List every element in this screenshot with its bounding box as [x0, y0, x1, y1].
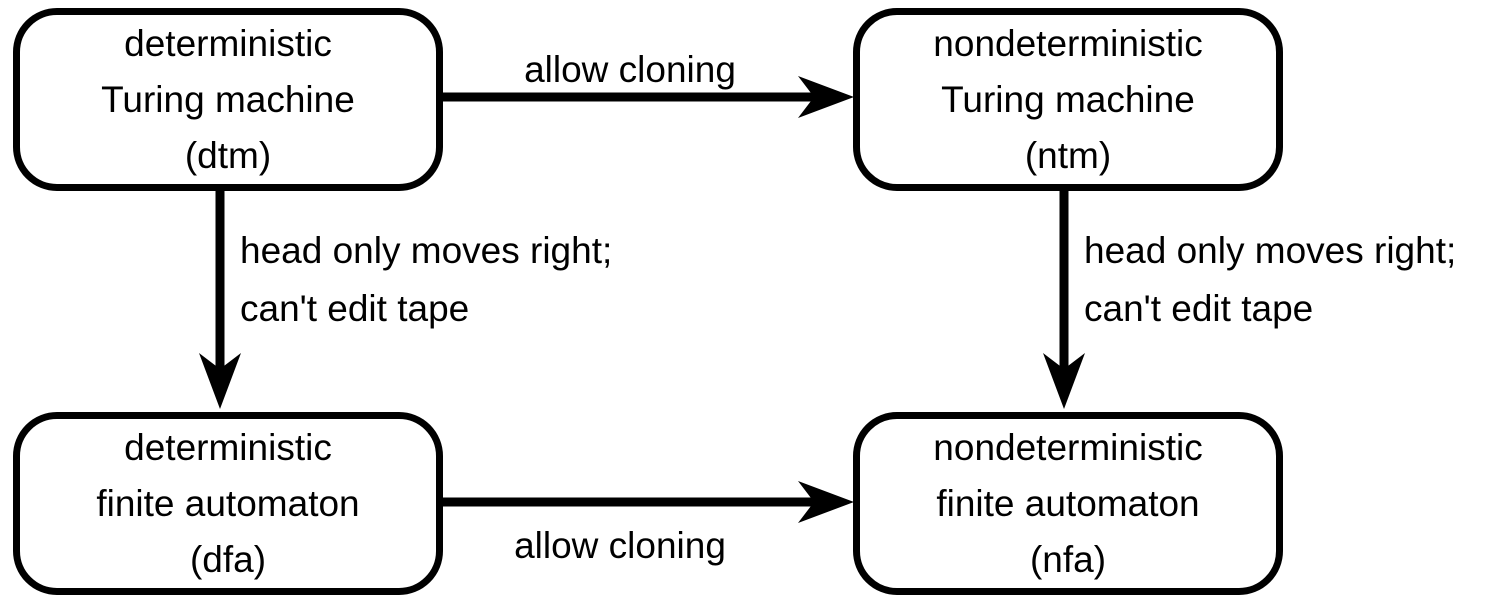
node-nfa-line-1: nondeterministic	[933, 426, 1203, 468]
edge-label-ntm-nfa-line-2: can't edit tape	[1084, 288, 1314, 329]
node-dfa: deterministic finite automaton (dfa)	[13, 412, 443, 595]
edge-label-ntm-nfa-line-1: head only moves right;	[1084, 230, 1457, 271]
arrow-ntm-to-nfa	[1043, 191, 1085, 409]
edge-label-dtm-dfa-line-2: can't edit tape	[240, 288, 470, 329]
node-dfa-line-2: finite automaton	[96, 482, 360, 524]
node-ntm-line-3: (ntm)	[1024, 134, 1112, 176]
node-dfa-line-3: (dfa)	[189, 538, 267, 580]
node-nfa: nondeterministic finite automaton (nfa)	[853, 412, 1283, 595]
edge-label-dtm-dfa: head only moves right; can't edit tape	[240, 222, 612, 338]
node-nfa-line-2: finite automaton	[936, 482, 1200, 524]
node-ntm: nondeterministic Turing machine (ntm)	[853, 8, 1283, 191]
node-dtm-line-3: (dtm)	[184, 134, 272, 176]
edge-label-dfa-nfa: allow cloning	[514, 525, 726, 566]
arrow-dtm-to-dfa	[199, 191, 241, 409]
node-ntm-line-2: Turing machine	[941, 78, 1195, 120]
node-dtm-line-2: Turing machine	[101, 78, 355, 120]
node-nfa-line-3: (nfa)	[1029, 538, 1107, 580]
node-dfa-line-1: deterministic	[124, 426, 332, 468]
node-dtm: deterministic Turing machine (dtm)	[13, 8, 443, 191]
node-ntm-line-1: nondeterministic	[933, 22, 1203, 64]
arrow-dfa-to-nfa	[443, 481, 854, 523]
edge-label-dtm-dfa-line-1: head only moves right;	[240, 230, 613, 271]
edge-label-ntm-nfa: head only moves right; can't edit tape	[1084, 222, 1456, 338]
node-dtm-line-1: deterministic	[124, 22, 332, 64]
edge-label-dtm-ntm: allow cloning	[524, 49, 736, 90]
arrow-dtm-to-ntm	[443, 76, 854, 118]
